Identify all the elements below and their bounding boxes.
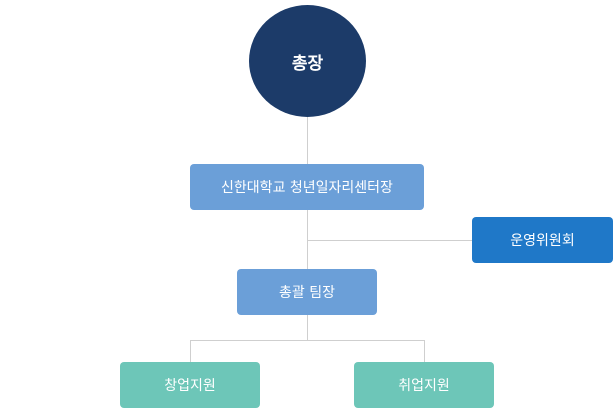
- connector-committee-branch: [307, 240, 472, 241]
- connector-director-manager: [307, 210, 308, 269]
- connector-jobs-drop: [424, 340, 425, 362]
- employment-support-label: 취업지원: [398, 378, 450, 394]
- steering-committee-label: 운영위원회: [510, 233, 575, 249]
- startup-support-label: 창업지원: [164, 378, 216, 394]
- president-label: 총장: [291, 53, 324, 74]
- connector-support-horizontal: [190, 340, 425, 341]
- center-director-label: 신한대학교 청년일자리센터장: [221, 180, 393, 196]
- president-node: 총장: [249, 5, 366, 117]
- employment-support-node: 취업지원: [354, 362, 494, 408]
- connector-president-director: [307, 117, 308, 164]
- connector-startup-drop: [190, 340, 191, 362]
- steering-committee-node: 운영위원회: [472, 217, 613, 263]
- general-manager-label: 총괄 팀장: [279, 285, 335, 301]
- general-manager-node: 총괄 팀장: [237, 269, 377, 315]
- startup-support-node: 창업지원: [120, 362, 260, 408]
- center-director-node: 신한대학교 청년일자리센터장: [190, 164, 424, 210]
- connector-manager-down: [307, 315, 308, 340]
